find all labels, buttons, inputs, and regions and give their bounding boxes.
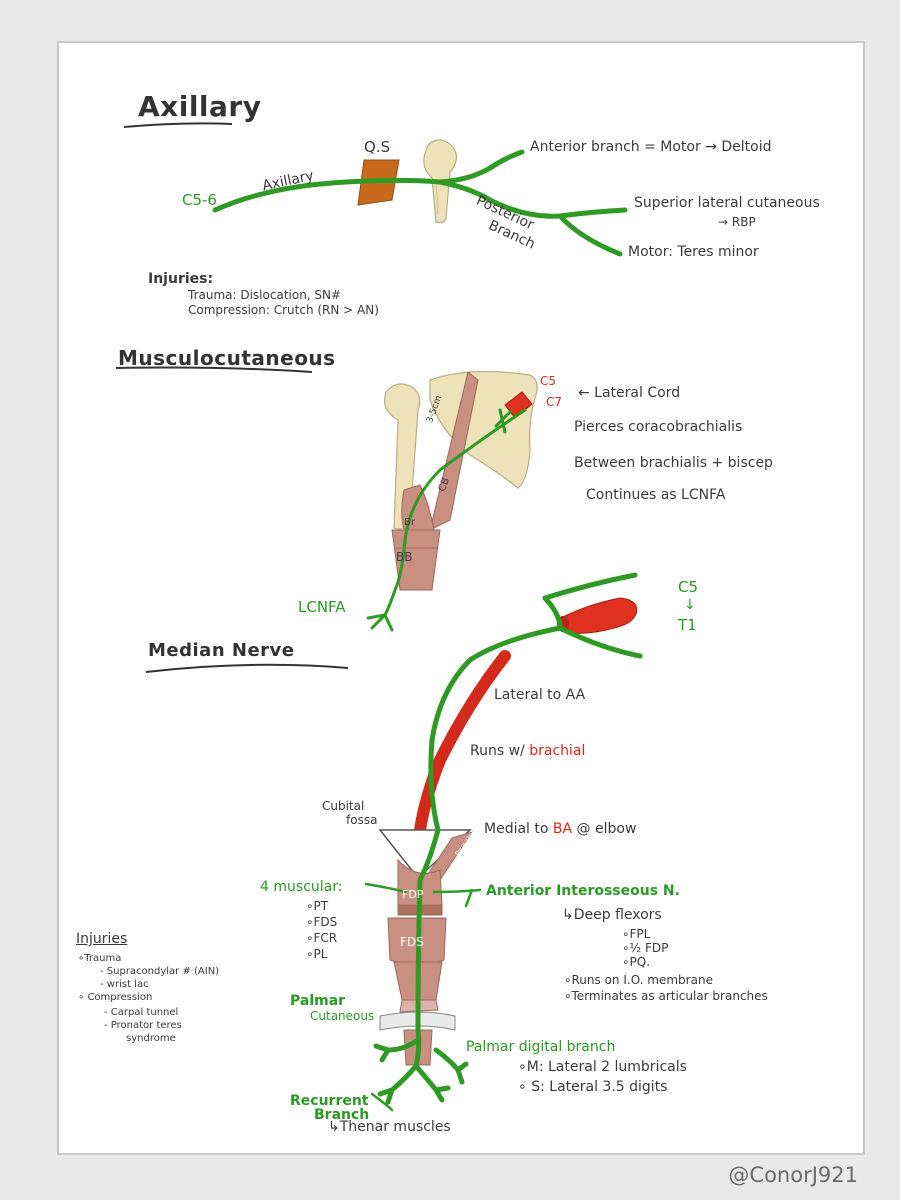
shoulder-drawing: [383, 370, 538, 591]
median-c5-label: C5: [678, 578, 699, 596]
recurrent-branch-label-2: Branch: [314, 1107, 370, 1123]
deep-flexor-item: ∘½ FDP: [622, 941, 669, 955]
axillary-root-label: C5-6: [182, 191, 217, 209]
axillary-injury-trauma: Trauma: Dislocation, SN#: [188, 288, 342, 302]
musculocutaneous-title-underline: [115, 366, 313, 373]
medial-to-ba-label: Medial to BA @ elbow: [484, 821, 637, 837]
median-injury-item: - Carpal tunnel: [104, 1007, 179, 1018]
median-injuries-title: Injuries: [76, 931, 128, 947]
thenar-muscles-label: ↳Thenar muscles: [328, 1119, 451, 1135]
muscular-branch-item: ∘PL: [306, 947, 328, 961]
anterior-interosseous-label: Anterior Interosseous N.: [486, 883, 680, 899]
paper: [57, 41, 865, 1155]
recurrent-branch-label-1: Recurrent: [290, 1093, 369, 1109]
superior-lateral-cutaneous-label: Superior lateral cutaneous: [634, 195, 820, 211]
terminates-label: ∘Terminates as articular branches: [564, 989, 768, 1003]
axillary-injury-compression: Compression: Crutch (RN > AN): [188, 303, 379, 317]
median-title: Median Nerve: [148, 640, 295, 661]
bb-label: BB: [396, 550, 413, 564]
pierces-label: Pierces coracobrachialis: [574, 419, 743, 435]
fds-label: FDS: [400, 935, 424, 949]
median-arrow-label: ↓: [684, 597, 696, 613]
musculocutaneous-nerve-drawing: [366, 408, 527, 632]
musculocutaneous-title: Musculocutaneous: [118, 346, 336, 370]
cubital-fossa-label-1: Cubital: [322, 799, 365, 813]
teres-minor-motor-label: Motor: Teres minor: [628, 244, 759, 260]
muscular-branch-item: ∘FDS: [306, 915, 338, 929]
median-injury-item: ∘Trauma: [78, 953, 122, 964]
muscular-branch-item: ∘PT: [306, 899, 329, 913]
median-title-underline: [145, 663, 349, 673]
deep-flexors-label: ↳Deep flexors: [562, 907, 662, 923]
digital-motor-label: ∘M: Lateral 2 lumbricals: [518, 1059, 687, 1075]
runs-with-label: Runs w/ brachial: [470, 743, 586, 759]
anterior-branch-label: Anterior branch = Motor → Deltoid: [530, 139, 772, 155]
digital-sensory-label: ∘ S: Lateral 3.5 digits: [518, 1079, 668, 1095]
muscular-branches-title: 4 muscular:: [260, 879, 343, 895]
axillary-title: Axillary: [138, 90, 262, 123]
palmar-cutaneous-label-1: Palmar: [290, 993, 346, 1009]
lateral-cord-label: ← Lateral Cord: [578, 385, 681, 401]
deep-flexor-item: ∘FPL: [622, 927, 651, 941]
axillary-title-underline: [123, 122, 233, 128]
median-injury-item: - Pronator teres: [104, 1020, 182, 1031]
axillary-nerve-drawing: [212, 149, 628, 257]
fdp-label: FDP: [402, 888, 424, 901]
runs-on-io-label: ∘Runs on I.O. membrane: [564, 973, 713, 987]
axillary-injuries-title: Injuries:: [148, 271, 214, 287]
median-branches-drawing: [364, 882, 482, 1112]
muscular-branch-item: ∘FCR: [306, 931, 338, 945]
cubital-fossa-label-2: fossa: [346, 813, 378, 827]
author-watermark: @ConorJ921: [728, 1163, 858, 1187]
br-label: Br: [404, 517, 415, 528]
palmar-cutaneous-label-2: Cutaneous: [310, 1009, 375, 1023]
continues-label: Continues as LCNFA: [586, 487, 726, 503]
musculocutaneous-c7-label: C7: [546, 395, 563, 409]
median-injury-item: - Supracondylar # (AIN): [100, 966, 220, 977]
lateral-to-aa-label: Lateral to AA: [494, 687, 586, 703]
quadrangular-space-label: Q.S: [364, 138, 391, 156]
median-injury-item: syndrome: [126, 1033, 176, 1044]
lcnfa-label: LCNFA: [298, 598, 346, 616]
median-injury-item: - wrist lac: [100, 979, 149, 990]
rbp-label: → RBP: [718, 215, 756, 229]
musculocutaneous-c5-label: C5: [540, 374, 557, 388]
median-injury-item: ∘ Compression: [78, 992, 153, 1003]
deep-flexor-item: ∘PQ.: [622, 955, 651, 969]
median-nerve-drawing: [373, 625, 563, 1105]
median-t1-label: T1: [678, 616, 697, 634]
palmar-digital-branch-label: Palmar digital branch: [466, 1039, 616, 1055]
between-label: Between brachialis + biscep: [574, 455, 773, 471]
